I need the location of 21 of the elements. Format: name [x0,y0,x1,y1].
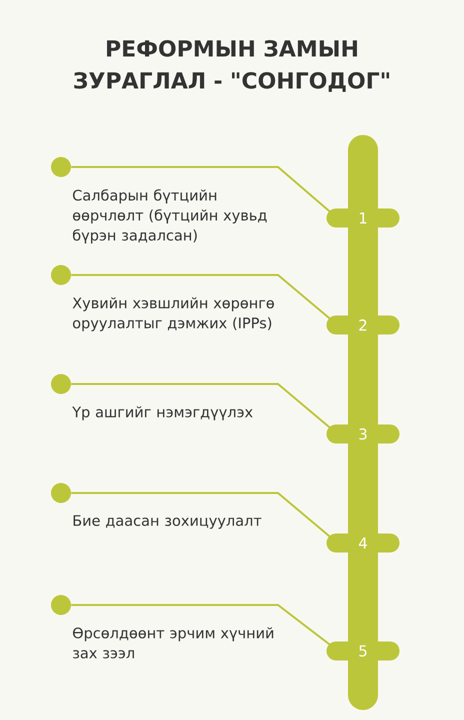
item-text: Бие даасан зохицуулалт [74,515,262,529]
dot [51,374,71,394]
leader-line [71,274,331,320]
item-text: Хувийн хэвшлийн хөрөнгө оруулалтыг дэмжих (IPPs) [72,297,274,332]
dot [51,595,71,615]
item-text: Үр ашгийг нэмэгдүүлэх [72,406,253,420]
dot [51,157,71,177]
dot [51,483,71,503]
dot [51,265,71,285]
number-pill: 1 [326,208,400,228]
number-pill: 3 [326,424,400,444]
leader-line [71,166,331,213]
number-pill: 4 [326,534,400,552]
leader-line [71,492,331,538]
item-text: Өрсөлдөөнт эрчим хүчний зах зээл [73,627,274,658]
title: РЕФОРМЫН ЗАМЫН ЗУРАГЛАЛ - "СОНГОДОГ" [74,40,390,92]
leader-line [71,383,331,429]
number-pill: 5 [326,642,400,660]
leader-line [71,604,331,646]
item-text: Салбарын бүтцийн өөрчлөлт (бүтцийн хувьд бүрэн задалсан) [73,189,267,244]
number-pill: 2 [326,316,400,334]
